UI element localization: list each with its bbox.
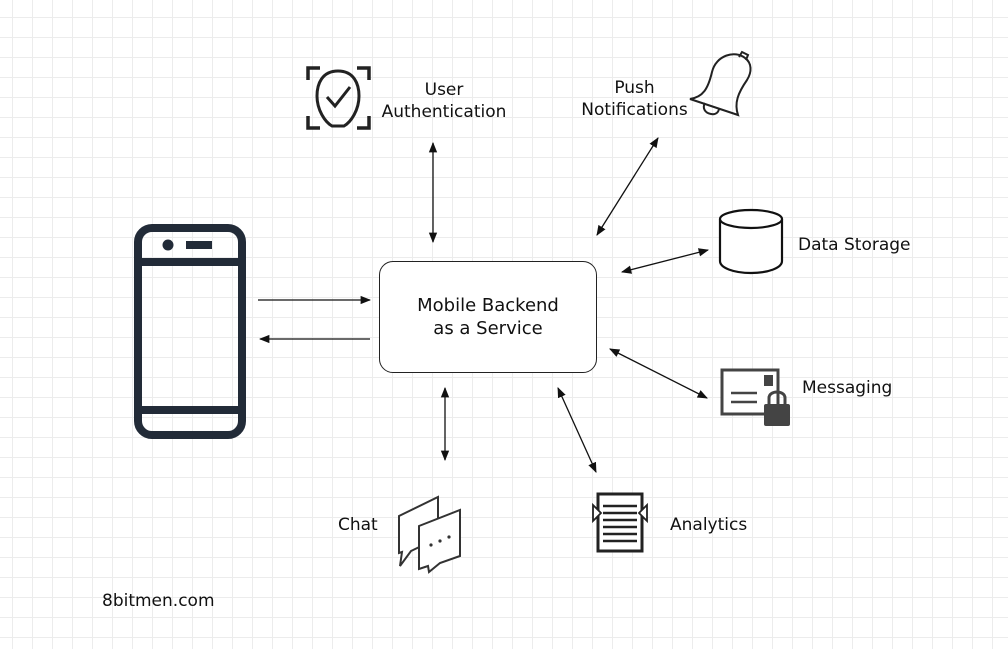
messaging-label: Messaging xyxy=(802,378,893,398)
bell-icon xyxy=(689,50,752,117)
database-cylinder-icon xyxy=(718,208,784,275)
data-storage-label: Data Storage xyxy=(798,235,911,255)
brand-text: 8bitmen.com xyxy=(102,591,215,611)
mobile-phone-icon xyxy=(134,224,246,439)
backend-node: Mobile Backend as a Service xyxy=(379,261,597,373)
face-check-icon xyxy=(306,66,371,130)
backend-node-label: Mobile Backend as a Service xyxy=(417,295,559,339)
chat-label: Chat xyxy=(338,515,378,535)
document-icon xyxy=(592,492,648,553)
analytics-arrow xyxy=(557,387,597,473)
locked-mail-icon xyxy=(720,368,790,426)
messaging-arrow xyxy=(609,348,708,399)
analytics-label: Analytics xyxy=(670,515,748,535)
chat-bubbles-icon xyxy=(398,495,461,574)
push-notifications-label: Push Notifications xyxy=(581,78,688,120)
push-arrow xyxy=(596,137,659,236)
user-auth-label: User Authentication xyxy=(381,80,507,122)
storage-arrow xyxy=(620,248,710,274)
